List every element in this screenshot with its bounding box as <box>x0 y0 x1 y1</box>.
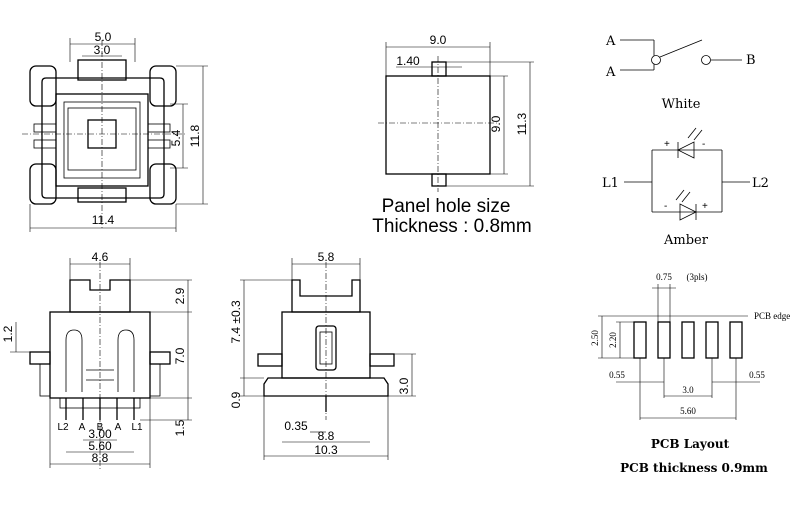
pcb-dim-pitch: 3.0 <box>682 385 694 395</box>
panel-hole-view: 9.0 1.40 9.0 11.3 Panel hole size Thickn… <box>372 33 534 237</box>
front-dim-pin-pitch: 3.00 <box>88 427 112 441</box>
side-dim-inner-width: 8.8 <box>318 429 335 443</box>
top-view-dim-11-8: 11.8 <box>188 124 202 147</box>
front-dim-top-width: 4.6 <box>92 250 109 264</box>
switch-pin-a-bottom: A <box>605 65 616 80</box>
front-dim-body-height: 7.0 <box>173 347 187 364</box>
pcb-dim-left-margin: 0.55 <box>609 370 625 380</box>
front-dim-top-height: 2.9 <box>173 287 187 304</box>
front-dim-body-width: 8.8 <box>92 451 109 465</box>
side-dim-top-width: 5.8 <box>318 250 335 264</box>
pcb-dim-right-margin: 0.55 <box>749 370 765 380</box>
pcb-dim-pad-note: (3pls) <box>687 272 708 282</box>
top-view: 5.0 3.0 5.4 11.8 11.4 <box>22 30 208 232</box>
side-dim-pin-width: 0.35 <box>284 419 308 433</box>
led-plus-bottom: + <box>702 201 708 212</box>
led-label: Amber <box>663 233 709 248</box>
panel-dim-width: 9.0 <box>430 33 447 47</box>
panel-thickness: Thickness : 0.8mm <box>372 216 531 237</box>
front-pin-label-l1: L1 <box>131 422 143 433</box>
front-dim-left: 1.2 <box>1 325 15 342</box>
pcb-dim-inner: 2.20 <box>608 332 618 348</box>
switch-schematic: A A B White <box>605 34 756 112</box>
pcb-layout: 0.75 (3pls) PCB edge 2.50 2.20 0.55 0.55… <box>590 272 790 475</box>
top-view-dim-5-4: 5.4 <box>169 129 183 146</box>
side-view: 5.8 7.4 ±0.3 0.9 3.0 0.35 8.8 10.3 <box>229 250 416 460</box>
side-dim-right: 3.0 <box>397 377 411 394</box>
switch-pin-b: B <box>746 53 756 68</box>
front-pin-label-b: B <box>97 422 104 433</box>
pcb-dim-span: 5.60 <box>680 406 696 416</box>
pcb-layout-title: PCB Layout <box>651 437 730 451</box>
top-view-dim-11-4: 11.4 <box>92 213 115 227</box>
pcb-thickness: PCB thickness 0.9mm <box>620 461 768 475</box>
side-dim-outer-width: 10.3 <box>314 443 338 457</box>
front-pin-label-l2: L2 <box>57 422 69 433</box>
led-minus-top: - <box>702 139 705 150</box>
led-minus-bottom: - <box>664 201 667 212</box>
led-l1: L1 <box>602 176 619 191</box>
top-view-dim-5-0: 5.0 <box>95 30 112 44</box>
pcb-edge-label: PCB edge <box>754 311 790 321</box>
led-l2: L2 <box>752 176 769 191</box>
side-dim-base: 0.9 <box>229 391 243 408</box>
led-schematic: + - - + L1 L2 Amber <box>602 127 769 248</box>
front-dim-pin-span: 5.60 <box>88 439 112 453</box>
front-view: L2 A B A L1 4.6 2.9 7.0 1.5 1.2 3.00 5.6… <box>1 250 192 470</box>
panel-dim-notch: 1.40 <box>396 54 420 68</box>
panel-title: Panel hole size <box>382 196 511 217</box>
pcb-dim-outer: 2.50 <box>590 330 600 346</box>
top-view-dim-3-0: 3.0 <box>94 43 111 57</box>
side-dim-height: 7.4 ±0.3 <box>229 300 243 344</box>
switch-pin-a-top: A <box>605 34 616 49</box>
pcb-dim-pad-width: 0.75 <box>656 272 672 282</box>
front-pin-label-a1: A <box>79 422 86 433</box>
panel-dim-inner-height: 9.0 <box>489 115 503 132</box>
front-pin-label-a2: A <box>115 422 122 433</box>
led-plus-top: + <box>664 139 670 150</box>
panel-dim-outer-height: 11.3 <box>515 112 529 135</box>
front-dim-pin-height: 1.5 <box>173 419 187 436</box>
switch-label: White <box>662 97 701 112</box>
